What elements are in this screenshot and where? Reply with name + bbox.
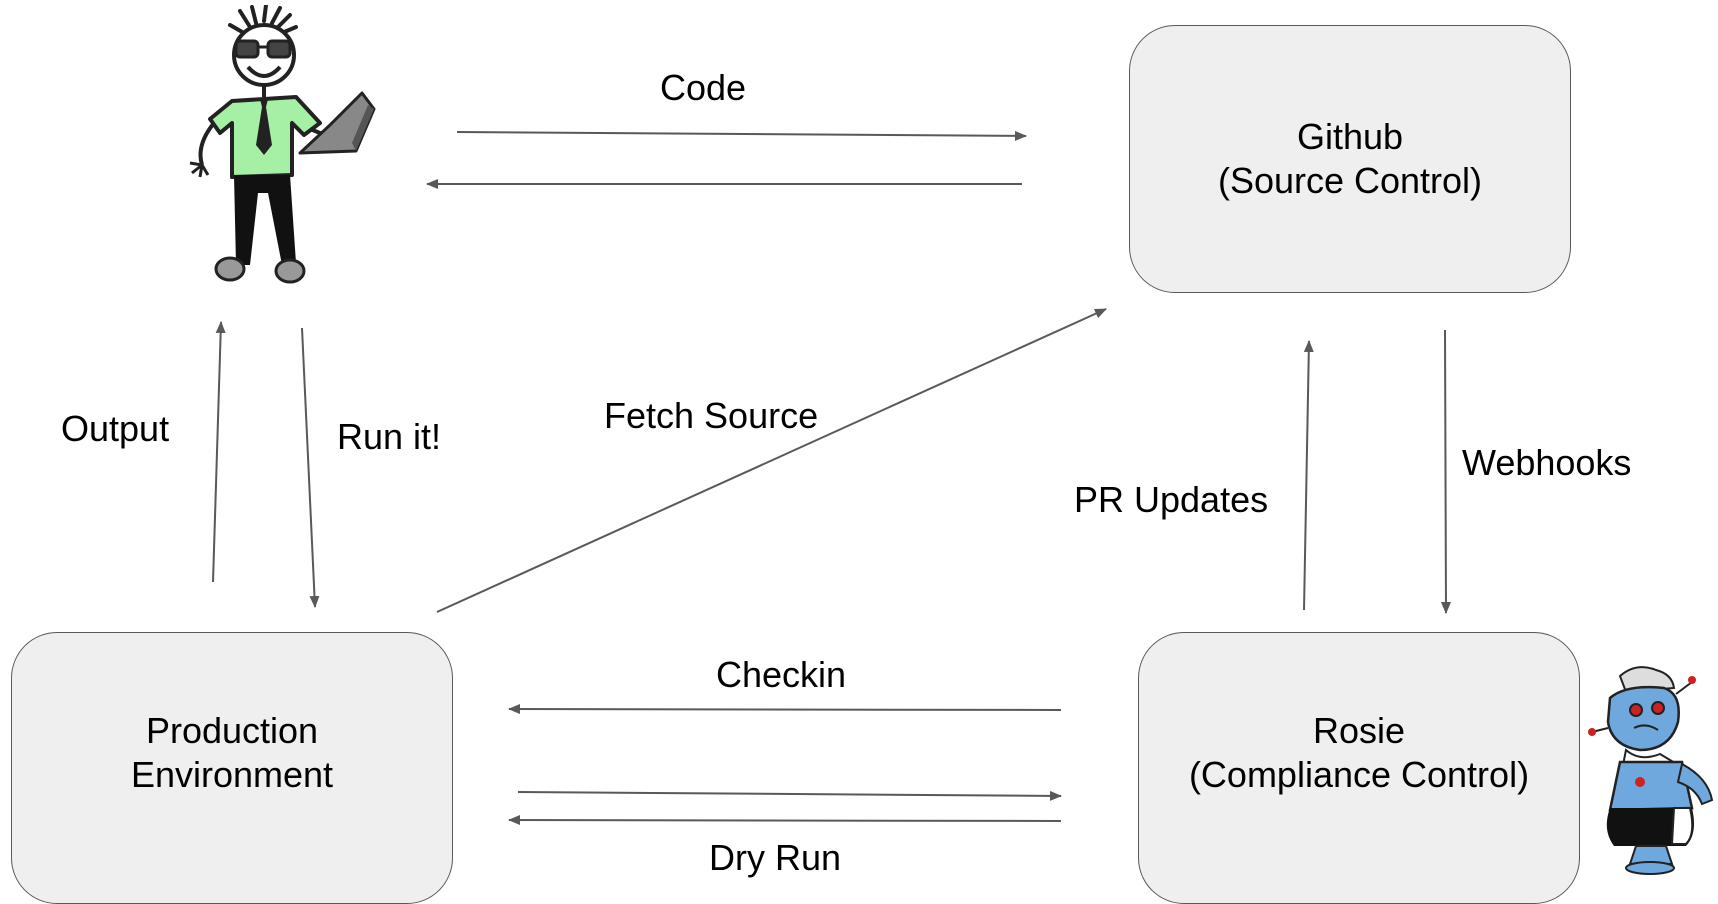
developer-figure-icon: [189, 5, 376, 284]
production-node-title: Production: [145, 710, 319, 751]
arrow-output-to-developer: [212, 321, 226, 583]
production-node: Production Environment: [11, 632, 453, 904]
label-checkin: Checkin: [716, 654, 847, 695]
rosie-robot-icon: [1588, 666, 1714, 875]
rosie-node-subtitle: (Compliance Control): [1188, 754, 1530, 795]
arrow-webhooks: [1440, 329, 1451, 614]
arrow-dry-run-to-production: [508, 815, 1062, 826]
arrow-checkin: [508, 704, 1062, 715]
label-output: Output: [61, 408, 170, 449]
arrow-dry-run-to-rosie: [517, 790, 1062, 801]
label-code: Code: [660, 67, 747, 108]
rosie-node: Rosie (Compliance Control): [1138, 632, 1580, 904]
label-dry-run: Dry Run: [709, 837, 842, 878]
label-pr-updates: PR Updates: [1074, 479, 1269, 520]
github-node-title: Github: [1296, 116, 1404, 157]
label-run-it: Run it!: [337, 416, 442, 457]
arrow-code-to-github: [456, 130, 1027, 141]
arrow-pr-updates: [1303, 340, 1314, 611]
github-node-subtitle: (Source Control): [1217, 160, 1483, 201]
arrow-fetch-source: [436, 308, 1107, 613]
label-fetch-source: Fetch Source: [604, 395, 819, 436]
label-webhooks: Webhooks: [1462, 442, 1632, 483]
github-node: Github (Source Control): [1129, 25, 1571, 293]
rosie-node-title: Rosie: [1312, 710, 1406, 751]
production-node-subtitle: Environment: [130, 754, 334, 795]
arrow-run-it: [301, 327, 320, 608]
